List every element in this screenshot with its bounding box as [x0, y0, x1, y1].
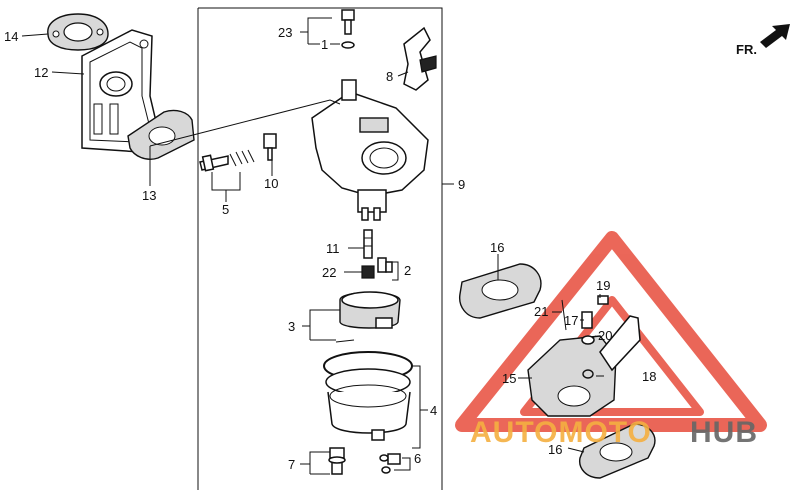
part-22-main-jet — [361, 265, 375, 279]
part-18-spring — [582, 369, 594, 379]
callout-11: 11 — [326, 241, 340, 256]
leader-lines — [21, 17, 604, 475]
callout-17: 17 — [564, 313, 578, 328]
carburetor-assembly-frame — [197, 7, 443, 490]
watermark-brand-b: HUB — [690, 416, 758, 449]
callout-3: 3 — [288, 319, 295, 334]
direction-label: FR. — [736, 42, 757, 57]
part-11-main-nozzle — [363, 229, 373, 259]
callout-10: 10 — [264, 176, 278, 191]
part-10-pilot-screw — [263, 133, 277, 161]
callout-9: 9 — [458, 177, 465, 192]
callout-1: 1 — [321, 37, 328, 52]
callout-labels: 14 12 13 5 10 23 1 8 9 11 22 2 3 4 7 6 1… — [4, 25, 656, 472]
part-16-gasket-upper — [459, 263, 542, 319]
part-3-float — [335, 291, 401, 343]
callout-2: 2 — [404, 263, 411, 278]
part-21-pin — [561, 299, 567, 331]
part-20-washer — [581, 335, 595, 345]
callout-16-lower: 16 — [548, 442, 562, 457]
part-13-gasket — [127, 109, 195, 160]
part-6-drain-screw — [379, 453, 401, 474]
callout-12: 12 — [34, 65, 48, 80]
callout-4: 4 — [430, 403, 437, 418]
front-direction-indicator: FR. — [736, 24, 790, 57]
callout-23: 23 — [278, 25, 292, 40]
part-7-drain-bolt — [328, 447, 346, 475]
callout-8: 8 — [386, 69, 393, 84]
callout-19: 19 — [596, 278, 610, 293]
callout-22: 22 — [322, 265, 336, 280]
watermark-text: AUTOMOTO HUB — [470, 416, 758, 449]
part-8-choke-lever — [403, 26, 437, 91]
part-23-screw — [341, 9, 355, 49]
carburetor-body — [311, 79, 429, 221]
callout-6: 6 — [414, 451, 421, 466]
callout-21: 21 — [534, 304, 548, 319]
callout-18: 18 — [642, 369, 656, 384]
part-14-gasket — [47, 13, 109, 51]
watermark-brand-a: AUTOMOTO — [470, 416, 652, 449]
callout-5: 5 — [222, 202, 229, 217]
callout-7: 7 — [288, 457, 295, 472]
part-4-float-chamber — [323, 351, 413, 441]
callout-13: 13 — [142, 188, 156, 203]
part-5-throttle-stop-screw — [199, 149, 255, 172]
callout-14: 14 — [4, 29, 18, 44]
callout-16-upper: 16 — [490, 240, 504, 255]
part-15-bracket — [527, 315, 641, 417]
callout-20: 20 — [598, 328, 612, 343]
part-2-float-valve — [377, 257, 393, 273]
part-12-insulator — [81, 29, 159, 153]
callout-15: 15 — [502, 371, 516, 386]
part-19-nut — [597, 295, 609, 305]
part-16-gasket-lower — [579, 423, 656, 479]
